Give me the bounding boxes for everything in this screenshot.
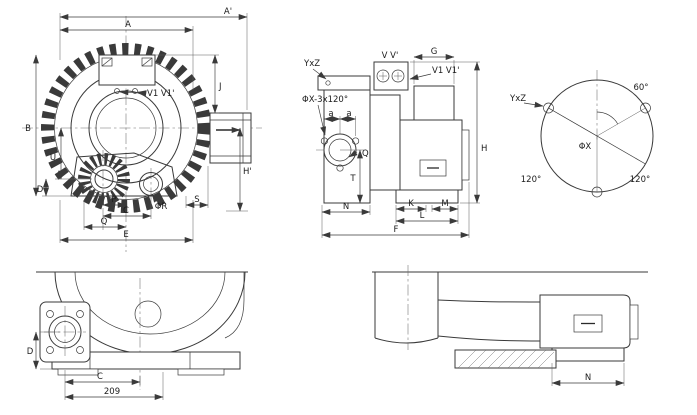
side-view: YxZ ΦX-3x120° a a V V' V1 V1' G Q T N K … [302,47,487,238]
dim-label-d: D [37,185,44,195]
dim-label-d-bottom: D [27,347,34,357]
label-v1-v1prime-side: V1 V1' [432,66,459,76]
bolt-hole-bottom [591,186,603,198]
dim-label-h-prime: H' [243,167,252,177]
dim-label-g: G [431,47,438,57]
side-dimension-labels: YxZ ΦX-3x120° a a V V' V1 V1' G Q T N K … [302,47,487,235]
dim-label-a: A [125,20,131,30]
base-hatching [457,349,555,369]
bottom-left-view: D C 209 [27,271,248,400]
dim-label-h: H [481,144,487,154]
bolt-hole-top-right [640,102,651,114]
cable-hole-v1-prime [132,88,138,94]
dim-label-f: F [394,225,399,235]
cable-gland-v [376,69,390,83]
drain-port-outer [139,172,163,196]
motor-foot-plate [395,189,459,204]
flange-bolt-hole-top [325,80,331,86]
dim-label-n-side: N [343,202,349,212]
dim-label-e: E [123,230,128,240]
housing-slab [323,89,371,204]
dim-label-s: S [194,195,199,205]
dim-label-j: J [218,82,222,92]
bolt-circle-view: 60° YxZ ΦX 120° 120° [509,70,654,198]
label-phi-x: ΦX [579,142,592,152]
muffler-bore [94,169,114,189]
foot-pad-left [57,368,99,376]
hatched-base-block [454,349,557,369]
inlet-bore-inner [95,97,157,159]
terminal-screw-left [101,57,113,67]
port-bolt-hole-bottom [336,164,344,172]
stage-adapter [369,94,401,191]
dim-label-a-left: a [328,109,333,119]
bottom-left-dimension-labels: D C 209 [27,347,120,397]
motor-body [399,119,463,191]
angle-label-120-right: 120° [630,175,650,185]
internal-port-circle [134,300,162,328]
dim-label-n-bottom: N [585,373,591,383]
terminal-screw-right [141,57,153,67]
angle-60-arc [596,111,619,125]
dim-label-m: M [441,199,448,209]
front-dimension-lines [33,14,248,243]
bolt-circle-labels: 60° YxZ ΦX 120° 120° [509,83,650,185]
bottom-right-view: N [372,265,648,386]
drain-port-inner [143,176,159,192]
casing-curve-bottom [437,335,541,342]
dim-label-b: B [25,124,31,134]
dim-label-t: T [349,174,356,184]
front-view: A' A B U D P C Q E S ΦR J H' V1 V1' [22,7,262,252]
angle-label-60: 60° [633,83,648,93]
port-bolt-hole-right [352,137,360,145]
cable-gland-v-prime [391,69,405,83]
side-dimension-lines [312,54,480,238]
casing-curve-top [437,299,541,303]
port-bolt-hole-left [320,137,328,145]
label-v1-v1prime: V1 V1' [147,89,174,99]
motor-support-bracket [551,347,625,362]
foot-pad-right [177,368,225,376]
dim-label-209: 209 [104,387,120,397]
dim-label-l: L [420,211,425,221]
flange-hole-bl [46,346,54,354]
label-yxz-detail: YxZ [509,94,526,104]
dim-label-c: C [123,206,129,216]
bottom-bracket [70,152,178,197]
flange-hole-tl [46,310,54,318]
cable-hole-v1 [114,88,120,94]
flange-hole-br [76,346,84,354]
bolt-circle-diameter-line [548,107,646,165]
motor-end-cap-bottom [629,304,639,340]
dim-label-a-prime: A' [224,7,232,17]
motor-end-cap [461,129,470,181]
label-yxz-side: YxZ [303,59,320,69]
angle-label-120-left: 120° [521,175,541,185]
dim-label-a-right: a [346,109,351,119]
housing-bottom-curve [374,337,439,344]
discharge-port [209,112,252,164]
muffler-fins [78,153,130,205]
dim-label-q-side: Q [362,149,369,159]
housing-profile-inner [74,271,226,335]
dim-label-u: U [50,153,56,163]
front-dimension-labels: A' A B U D P C Q E S ΦR J H' V1 V1' [25,7,252,240]
terminal-box [98,54,156,86]
motor-junction-block [413,85,455,121]
bottom-left-dimension-lines [33,331,164,400]
flange-hole-tr [76,310,84,318]
dim-label-phi-r: ΦR [155,202,168,212]
dim-label-q: Q [101,217,108,227]
label-v-vprime: V V' [382,51,399,61]
dim-label-p: P [111,195,116,205]
label-bolt-pattern: ΦX-3x120° [302,95,348,105]
bolt-hole-top-left [543,102,554,114]
dim-label-k: K [408,199,414,209]
dim-label-c-bottom: C [97,372,103,382]
